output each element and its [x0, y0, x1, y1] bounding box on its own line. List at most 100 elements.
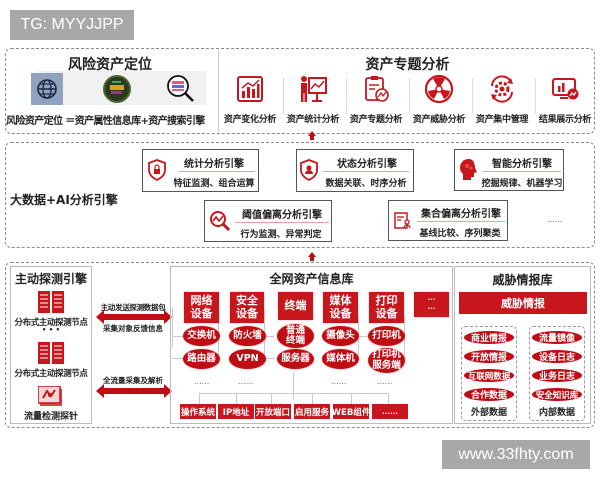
separator — [535, 78, 536, 114]
bottom-section — [5, 262, 595, 428]
intel-partner[interactable]: 合作数据 — [464, 388, 514, 401]
topic-label: 资产威胁分析 — [412, 115, 466, 125]
connector — [312, 393, 313, 404]
engine-title: 智能分析引擎 — [492, 159, 552, 170]
topic-item-statistics[interactable]: 资产统计分析 — [283, 74, 343, 126]
intel-internet[interactable]: 互联网数据 — [464, 369, 514, 382]
risk-location-title: 风险资产定位 — [68, 57, 152, 73]
attr-more[interactable]: ...... — [372, 404, 408, 419]
threat-library-title: 威胁情报库 — [492, 273, 553, 287]
monitor-chart-icon — [550, 74, 580, 104]
engine-subtitle: 基线比较、序列聚类 — [419, 229, 501, 239]
item-media-machine[interactable]: 媒体机 — [322, 349, 359, 369]
internal-data-label: 内部数据 — [538, 408, 575, 418]
engine-subtitle: 行为监测、异常判定 — [240, 230, 322, 240]
divider — [483, 171, 561, 172]
form-user-icon — [394, 212, 412, 234]
intel-commercial[interactable]: 商业情报 — [464, 331, 514, 344]
item-printer[interactable]: 打印机 — [368, 326, 405, 346]
traffic-probe-icon — [37, 385, 64, 412]
item-firewall[interactable]: 防火墙 — [229, 326, 266, 346]
ellipsis: ...... — [194, 377, 210, 386]
gear-cycle-icon — [487, 74, 517, 104]
engine-set-deviation[interactable]: 集合偏离分析引擎 基线比较、序列聚类 — [388, 200, 508, 241]
intel-traffic-mirror[interactable]: 流量镜像 — [532, 331, 582, 344]
category-security[interactable]: 安全 设备 — [230, 292, 264, 323]
connector — [199, 393, 388, 394]
active-probe-title: 主动探测引擎 — [14, 272, 87, 286]
separator — [409, 78, 410, 114]
watermark-bottom: www.33fhty.com — [442, 440, 590, 469]
server-icon — [38, 342, 64, 368]
engine-threshold[interactable]: 阈值偏离分析引擎 行为监测、异常判定 — [204, 200, 332, 242]
top-section — [5, 48, 595, 134]
engine-intelligent[interactable]: 智能分析引擎 挖掘规律、机器学习 — [454, 149, 564, 191]
connector — [172, 307, 173, 347]
intel-security-kb[interactable]: 安全知识库 — [532, 388, 582, 401]
engine-subtitle: 数据关联、时序分析 — [325, 179, 407, 189]
connector — [172, 358, 184, 359]
ai-engine-title: 大数据+AI分析引擎 — [10, 193, 118, 207]
engine-statistics[interactable]: 统计分析引擎 特征监测、组合运算 — [142, 149, 259, 192]
probe-arrow-label-2: 采集对象反馈信息 — [103, 324, 163, 333]
attr-services[interactable]: 启用服务 — [294, 404, 330, 419]
probe-arrow-label-1: 主动发送探测数据包 — [100, 303, 166, 312]
attr-web[interactable]: WEB组件 — [332, 404, 370, 419]
category-more[interactable]: ··· ··· — [414, 292, 449, 317]
topic-label: 资产变化分析 — [223, 115, 277, 125]
category-network[interactable]: 网络 设备 — [184, 292, 219, 323]
threat-banner[interactable]: 威胁情报 — [459, 292, 587, 314]
ellipsis: ...... — [238, 377, 254, 386]
connector — [236, 393, 237, 404]
ellipsis: ...... — [331, 377, 347, 386]
active-probe-panel — [10, 266, 92, 424]
item-server[interactable]: 服务器 — [277, 349, 314, 369]
item-vpn[interactable]: VPN — [229, 349, 266, 369]
topic-item-change[interactable]: 资产变化分析 — [220, 74, 280, 126]
connector — [264, 336, 274, 337]
intel-device-log[interactable]: 设备日志 — [532, 350, 582, 363]
connector — [264, 358, 274, 359]
item-print-server[interactable]: 打印机 服务端 — [368, 348, 405, 373]
attr-ports[interactable]: 开放端口 — [255, 404, 291, 419]
magnifier-list-icon — [165, 73, 197, 105]
topic-item-threat[interactable]: 资产威胁分析 — [409, 74, 469, 126]
external-data-label: 外部数据 — [470, 408, 507, 418]
bidirectional-arrow — [96, 384, 172, 398]
category-printer[interactable]: 打印 设备 — [369, 292, 404, 323]
engine-subtitle: 挖掘规律、机器学习 — [481, 179, 563, 189]
item-router[interactable]: 路由器 — [183, 349, 220, 369]
intel-business-log[interactable]: 业务日志 — [532, 369, 582, 382]
attr-ip[interactable]: IP地址 — [218, 404, 254, 419]
topic-item-central[interactable]: 资产集中管理 — [472, 74, 532, 126]
item-normal-terminal[interactable]: 普通 终端 — [277, 324, 314, 348]
topic-item-results[interactable]: 结果展示分析 — [535, 74, 595, 126]
separator — [472, 78, 473, 114]
connector — [199, 393, 200, 404]
intel-open[interactable]: 开放情报 — [464, 350, 514, 363]
threat-library-panel — [454, 266, 591, 424]
category-media[interactable]: 媒体 设备 — [323, 292, 358, 323]
hazard-icon — [424, 74, 454, 104]
item-switch[interactable]: 交换机 — [183, 326, 220, 346]
connector — [271, 393, 272, 404]
globe-icon — [31, 73, 63, 105]
bidirectional-arrow — [96, 310, 172, 324]
topic-item-topic[interactable]: 资产专题分析 — [346, 74, 406, 126]
traffic-probe-label: 流量检测探针 — [23, 412, 78, 422]
asset-library-title: 全网资产信息库 — [269, 272, 354, 286]
connector — [358, 336, 368, 337]
connector — [293, 372, 294, 400]
connector — [351, 393, 352, 404]
item-camera[interactable]: 摄像头 — [322, 326, 359, 346]
category-terminal[interactable]: 终端 — [278, 292, 313, 320]
probe-arrow-label-3: 全流量采集及解析 — [103, 376, 163, 385]
divider — [323, 171, 409, 172]
engine-state[interactable]: 状态分析引擎 数据关联、时序分析 — [296, 149, 414, 192]
shield-lock-icon — [148, 159, 166, 185]
divider — [179, 171, 255, 172]
attr-os[interactable]: 操作系统 — [180, 404, 216, 419]
engine-title: 阈值偏离分析引擎 — [242, 210, 322, 221]
top-divider — [218, 50, 219, 132]
topic-analysis-title: 资产专题分析 — [365, 57, 450, 73]
